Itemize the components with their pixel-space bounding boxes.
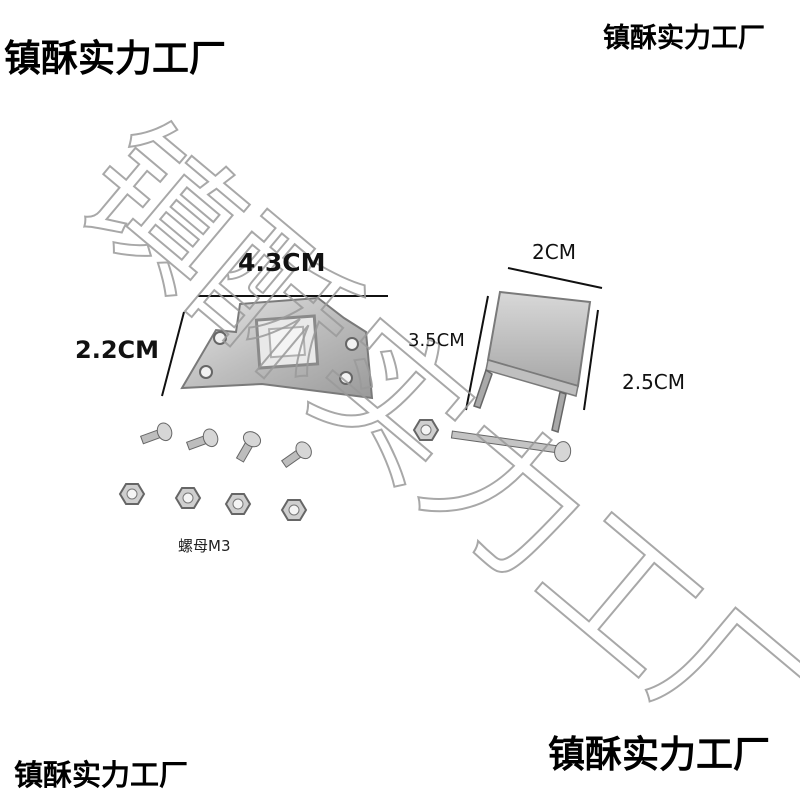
plate-width-label: 4.3CM: [238, 248, 326, 277]
plate-height-label: 2.2CM: [75, 336, 160, 364]
clip-height-label: 2.5CM: [622, 370, 686, 394]
clip-width-label: 2CM: [532, 240, 576, 264]
mounting-plate: [180, 296, 374, 400]
nut-caption: 螺母M3: [178, 537, 231, 555]
nut-set: [118, 419, 440, 521]
screw-set: [139, 422, 572, 468]
watermark-bottom-right: 镇酥实力工厂: [548, 733, 770, 776]
diagonal-watermark: 镇酥实力工厂: [47, 94, 800, 800]
clip-bracket: [473, 290, 592, 433]
watermark-bottom-left: 镇酥实力工厂: [14, 758, 189, 792]
dimension-lines: [161, 267, 603, 411]
watermark-top-left: 镇酥实力工厂: [4, 37, 226, 80]
watermark-top-right: 镇酥实力工厂: [603, 23, 765, 54]
clip-length-label: 3.5CM: [408, 330, 465, 351]
